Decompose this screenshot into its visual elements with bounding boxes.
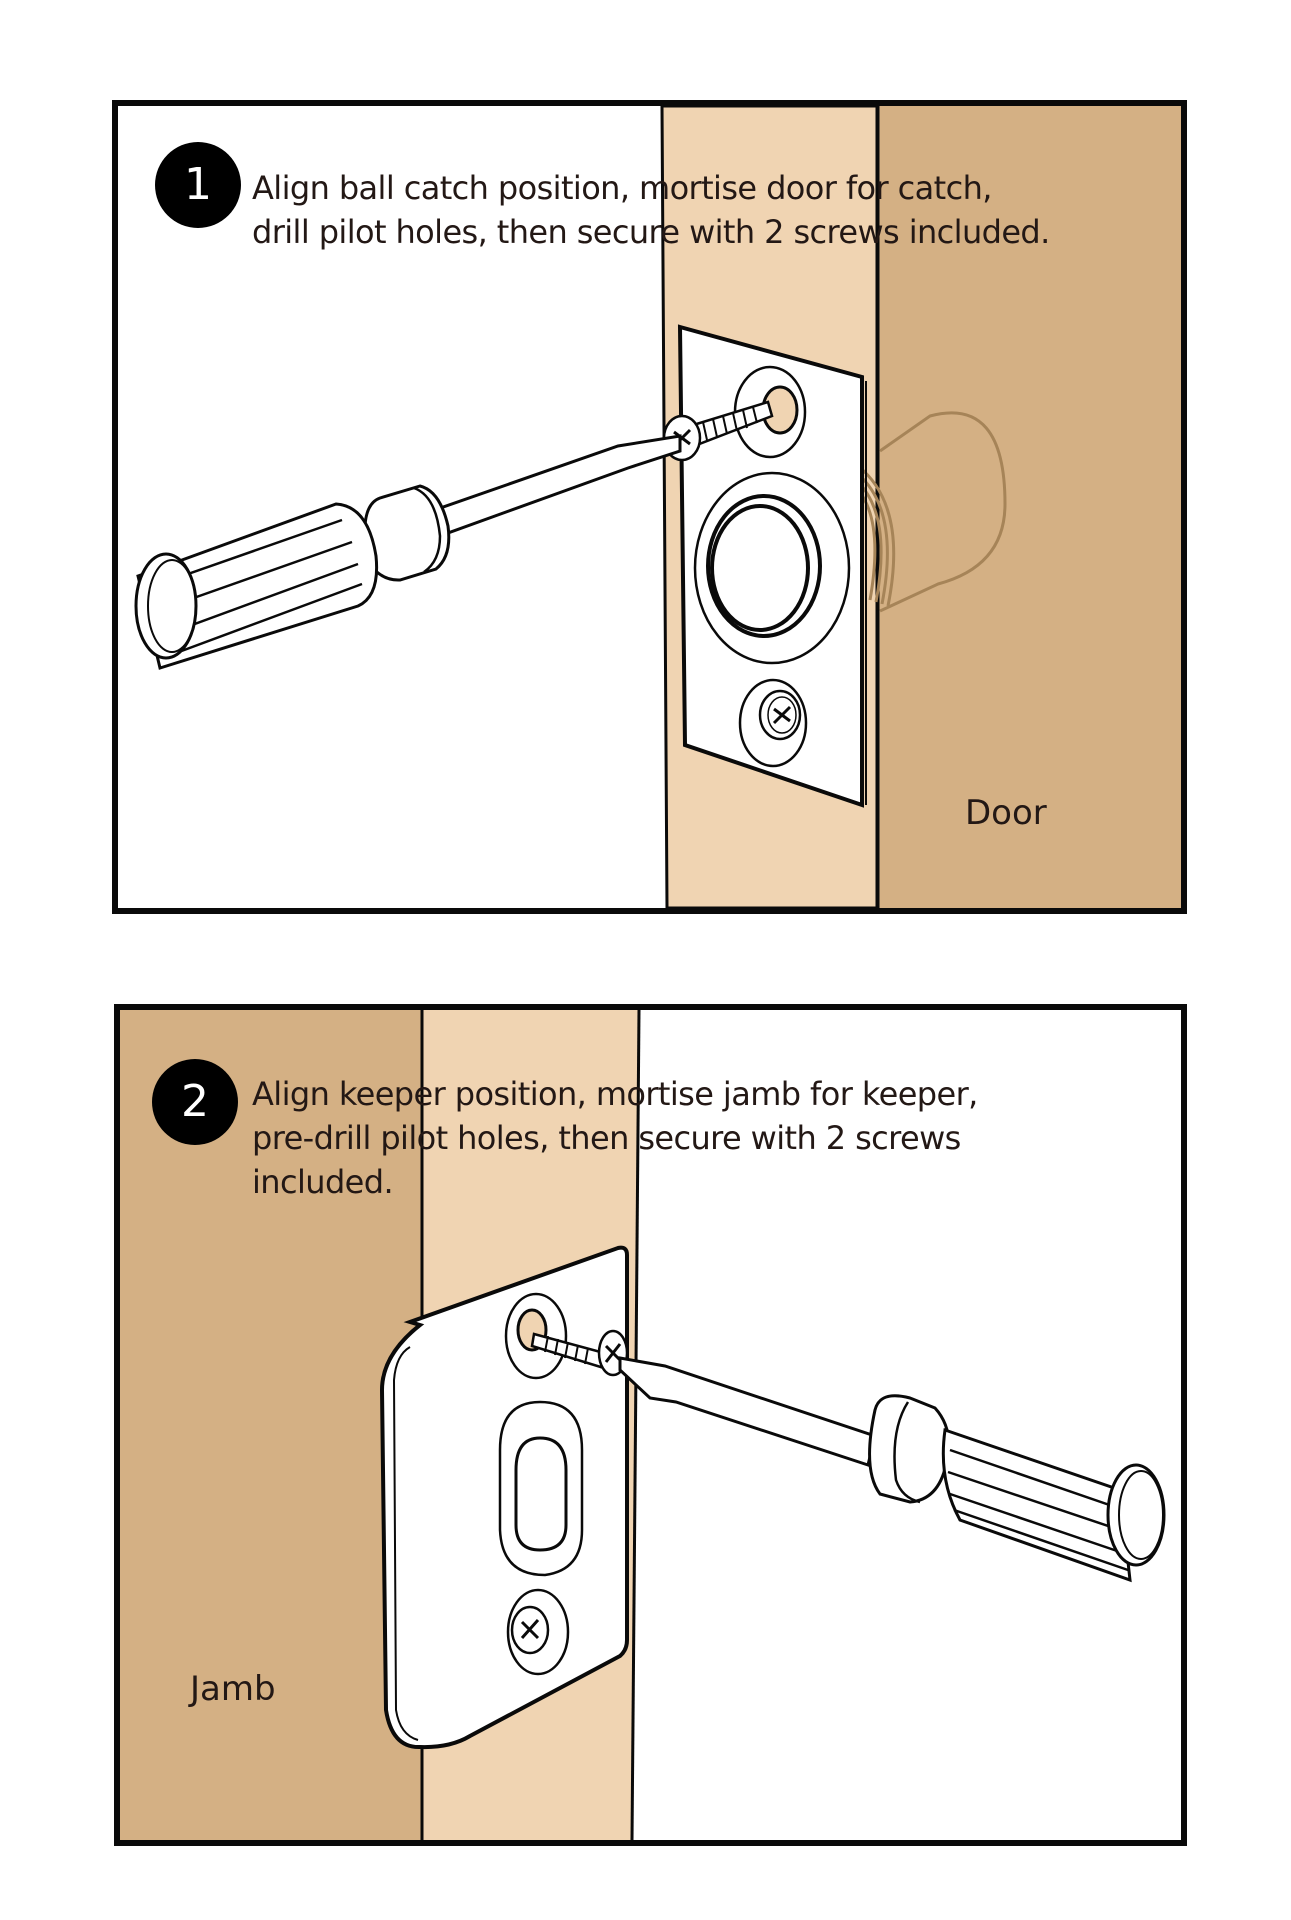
step-instruction-text: Align keeper position, mortise jamb for …: [252, 1075, 978, 1201]
step-1-illustration: [134, 106, 1181, 908]
screwdriver-icon: [134, 434, 682, 670]
screwdriver-icon: [618, 1356, 1166, 1583]
ball-catch-face-plate-icon: [677, 324, 867, 808]
step-2-illustration: [120, 1010, 1166, 1840]
step-number-badge: 1: [155, 142, 241, 228]
keeper-strike-plate-icon: [379, 1245, 629, 1750]
step-instruction-text: Align ball catch position, mortise door …: [252, 169, 1050, 251]
door-label: Door: [965, 793, 1047, 833]
door-face-dark-wood: [878, 106, 1181, 908]
step-1-panel: 1 Align ball catch position, mortise doo…: [112, 100, 1187, 914]
step-number-badge: 2: [152, 1059, 238, 1145]
jamb-face-dark-wood: [120, 1010, 421, 1840]
jamb-label: Jamb: [190, 1669, 276, 1709]
step-2-panel: 2 Align keeper position, mortise jamb fo…: [114, 1004, 1187, 1846]
